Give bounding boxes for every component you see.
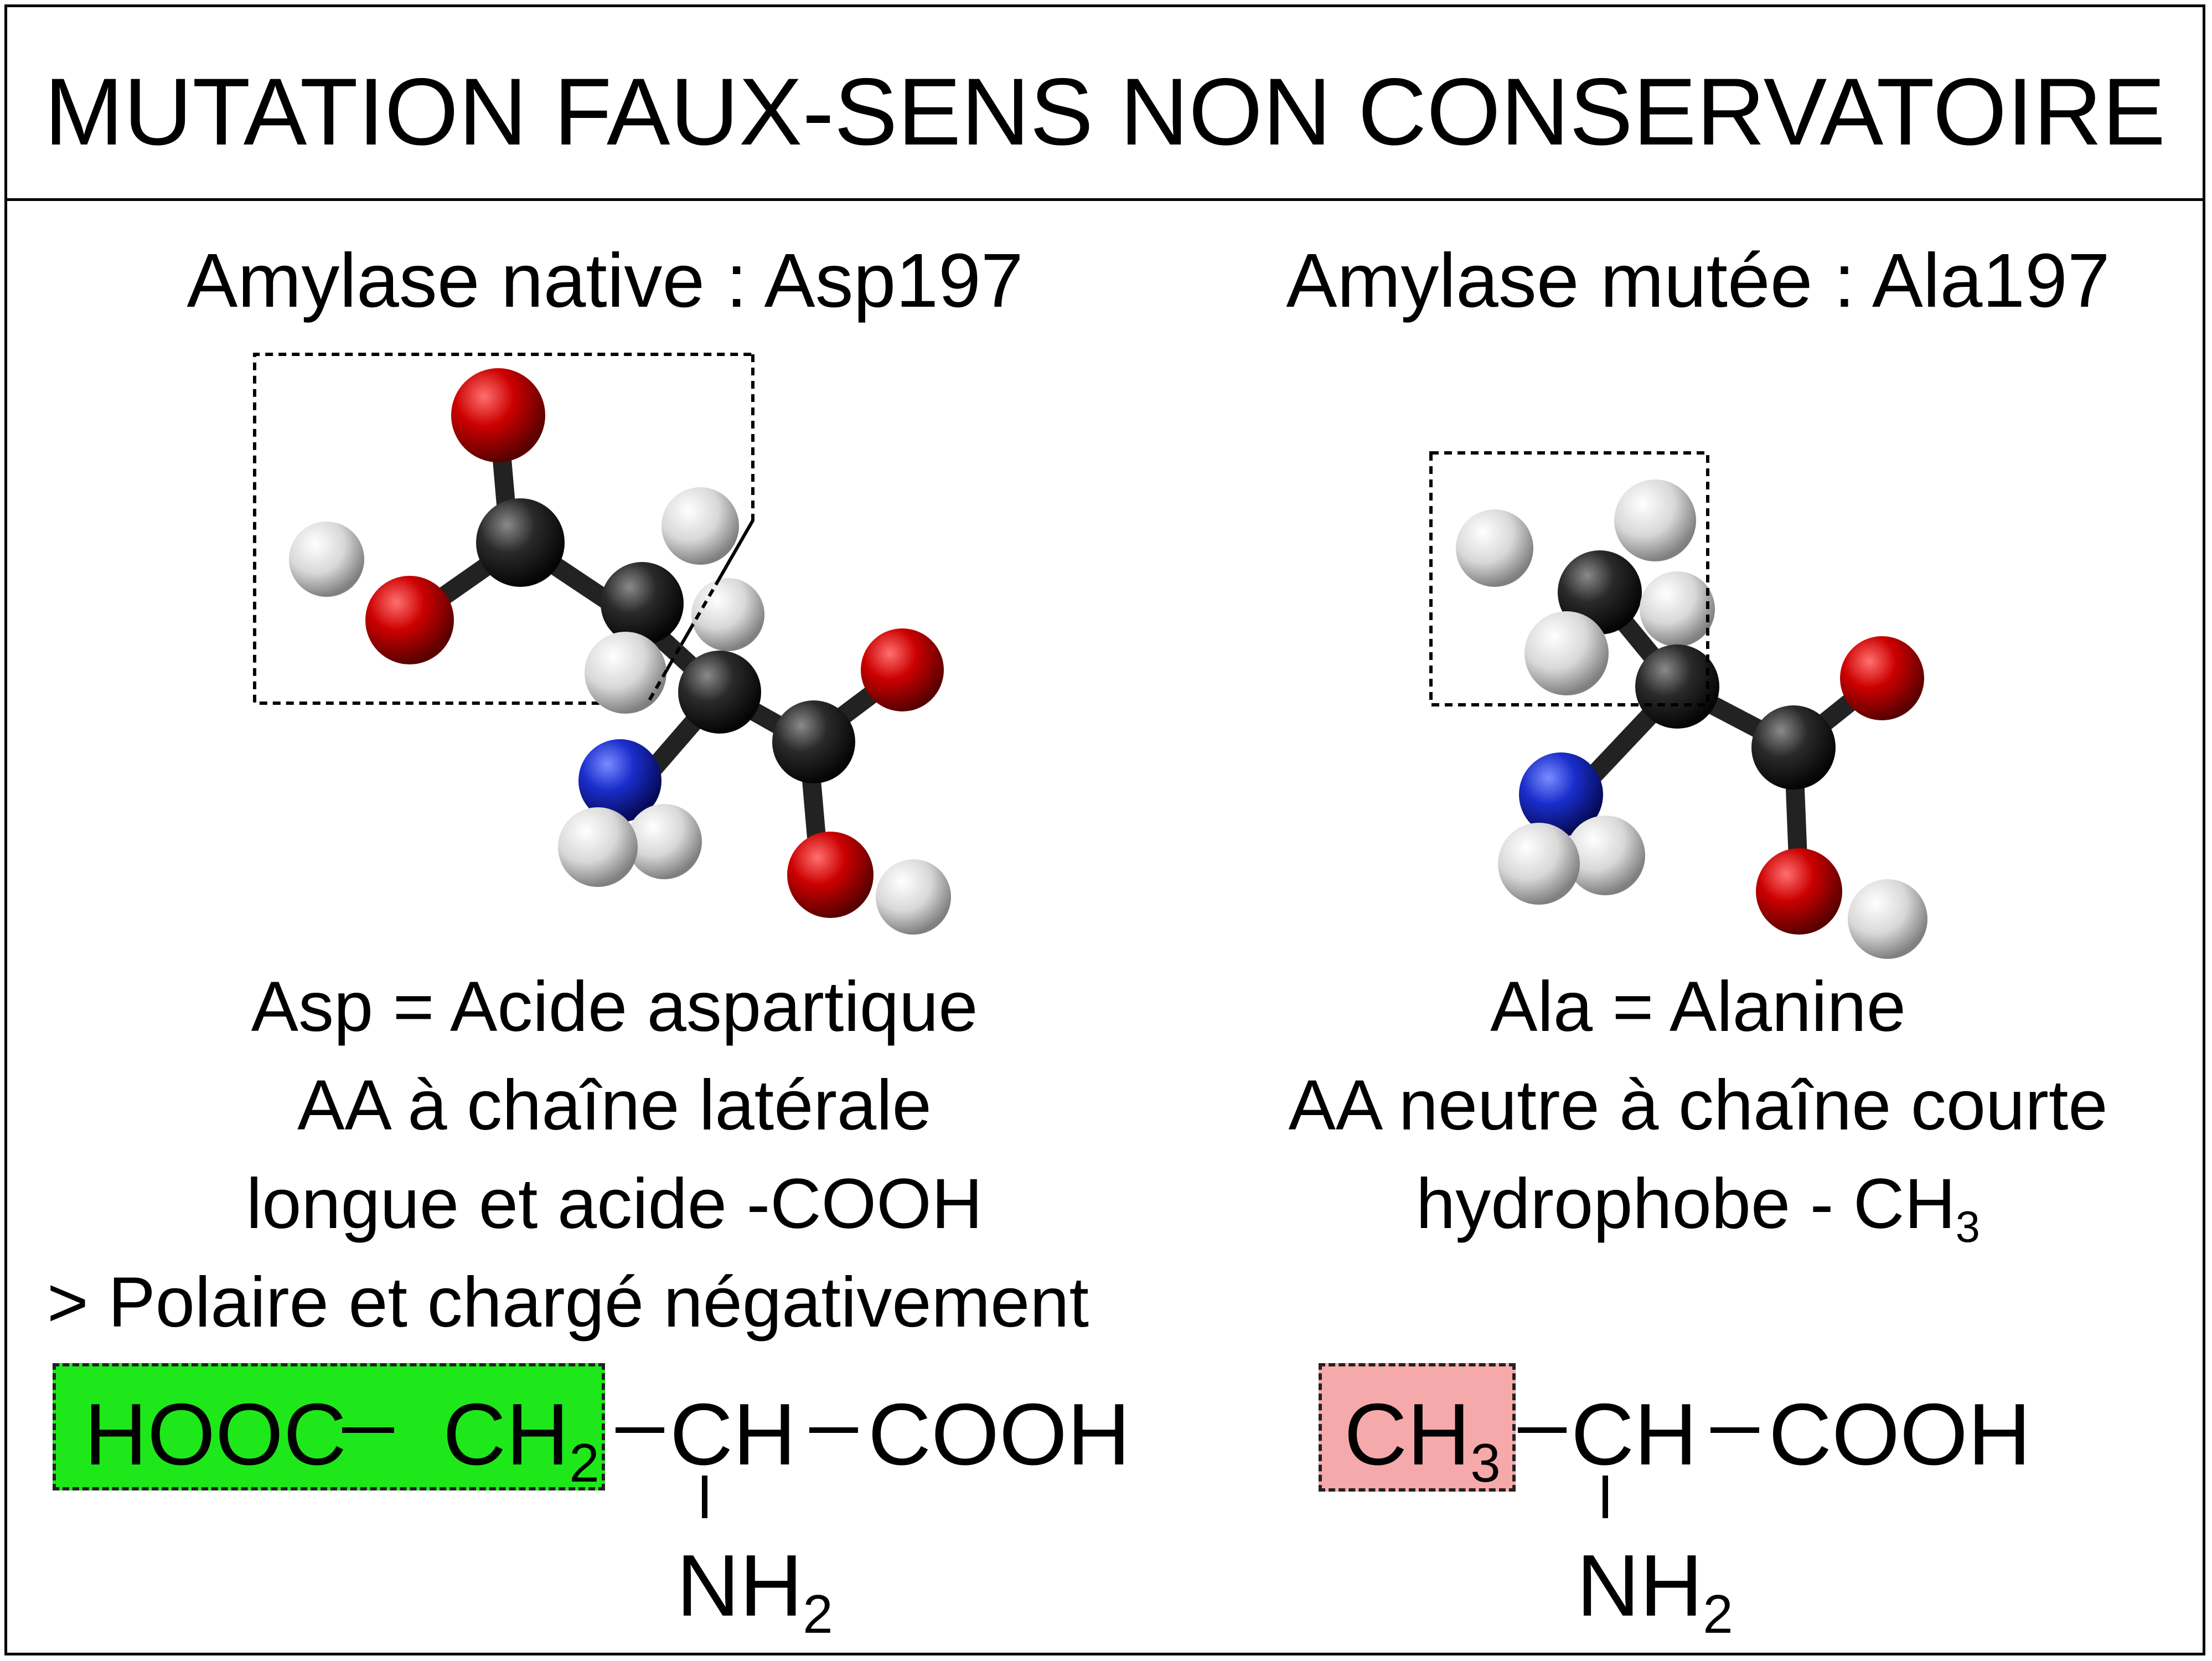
asp-atom-h5 <box>627 804 702 879</box>
asp-formula-alpha: CH <box>670 1386 797 1483</box>
page-title: MUTATION FAUX-SENS NON CONSERVATOIRE <box>44 59 2166 165</box>
ala-formula-nh-sub: 2 <box>1703 1583 1733 1645</box>
asp-desc-line2: AA à chaîne latérale <box>297 1066 932 1145</box>
ala-formula-alpha: CH <box>1571 1386 1698 1483</box>
outer-frame <box>4 4 2205 1655</box>
ala-formula-carboxyl: COOH <box>1769 1386 2031 1483</box>
asp-formula-ch2-sub: 2 <box>569 1432 599 1494</box>
asp-atom-c-carboxyl <box>476 498 565 587</box>
asp-atom-o-right-hydroxyl <box>787 832 874 918</box>
asp-atom-h2 <box>661 487 739 565</box>
ala-atom-h6 <box>1498 823 1580 905</box>
ala-atom-h1 <box>1614 479 1696 561</box>
asp-formula-nh-sub: 2 <box>803 1583 833 1645</box>
asp-atom-o-right-carbonyl <box>861 628 944 711</box>
ala-desc-line3-text: hydrophobe - CH <box>1416 1164 1956 1244</box>
asp-atom-o-carbonyl <box>451 368 545 462</box>
ala-atom-h5 <box>1565 816 1645 895</box>
mutant-heading: Amylase mutée : Ala197 <box>1286 238 2110 323</box>
ala-atom-h4 <box>1524 611 1609 695</box>
ala-desc-line3: hydrophobe - CH3 <box>1162 1169 2212 1249</box>
asp-formula-ch2: CH <box>443 1386 570 1483</box>
asp-desc-line3: longue et acide -COOH <box>246 1164 983 1244</box>
asp-formula-carboxyl: COOH <box>868 1386 1130 1483</box>
asp-desc-line4: > Polaire et chargé négativement <box>47 1263 1089 1342</box>
ala-formula-nh: NH <box>1577 1537 1703 1634</box>
ala-atom-h3 <box>1640 571 1715 647</box>
asp-atom-h1 <box>289 522 364 597</box>
ala-atom-o-carbonyl <box>1840 636 1924 720</box>
asp-side-chain-highlight <box>53 1363 605 1490</box>
asp-desc-line1: Asp = Acide aspartique <box>251 967 978 1046</box>
asp-atom-h6 <box>558 807 638 887</box>
ala-atom-h2 <box>1456 509 1533 587</box>
ala-atom-n <box>1519 752 1603 837</box>
ala-atom-c-alpha <box>1635 644 1719 729</box>
ala-formula-ch3: CH <box>1344 1386 1471 1483</box>
ala-side-chain-frame <box>1429 451 1709 706</box>
ala-formula-amine: NH2 <box>1577 1542 1733 1641</box>
asp-atom-c-beta <box>601 562 684 645</box>
asp-formula-nh: NH <box>676 1537 803 1634</box>
asp-formula-amine: NH2 <box>676 1542 833 1641</box>
ala-formula-ch3-sub: 3 <box>1470 1432 1501 1494</box>
asp-formula-side-a: HOOC <box>84 1386 347 1483</box>
asp-atom-c-alpha <box>678 651 761 734</box>
asp-atom-h4 <box>585 632 666 714</box>
asp-formula-side-b: CH2 <box>443 1391 599 1490</box>
ala-atom-h7 <box>1848 879 1927 959</box>
ala-desc-line3-sub: 3 <box>1955 1202 1980 1252</box>
asp-atom-h7 <box>876 859 951 935</box>
title-bar: MUTATION FAUX-SENS NON CONSERVATOIRE <box>4 4 2205 201</box>
native-heading: Amylase native : Asp197 <box>187 238 1024 323</box>
ala-atom-c-carboxyl <box>1751 705 1836 790</box>
ala-side-chain-highlight <box>1319 1363 1516 1492</box>
ala-desc-line1: Ala = Alanine <box>1490 967 1906 1046</box>
asp-atom-c-right <box>772 700 855 783</box>
asp-atom-o-hydroxyl <box>365 576 454 664</box>
asp-side-chain-frame <box>253 353 754 705</box>
ala-formula-side: CH3 <box>1344 1391 1501 1490</box>
asp-atom-n <box>578 739 661 822</box>
ala-desc-line2: AA neutre à chaîne courte <box>1288 1066 2108 1145</box>
ala-atom-o-hydroxyl <box>1756 848 1842 935</box>
